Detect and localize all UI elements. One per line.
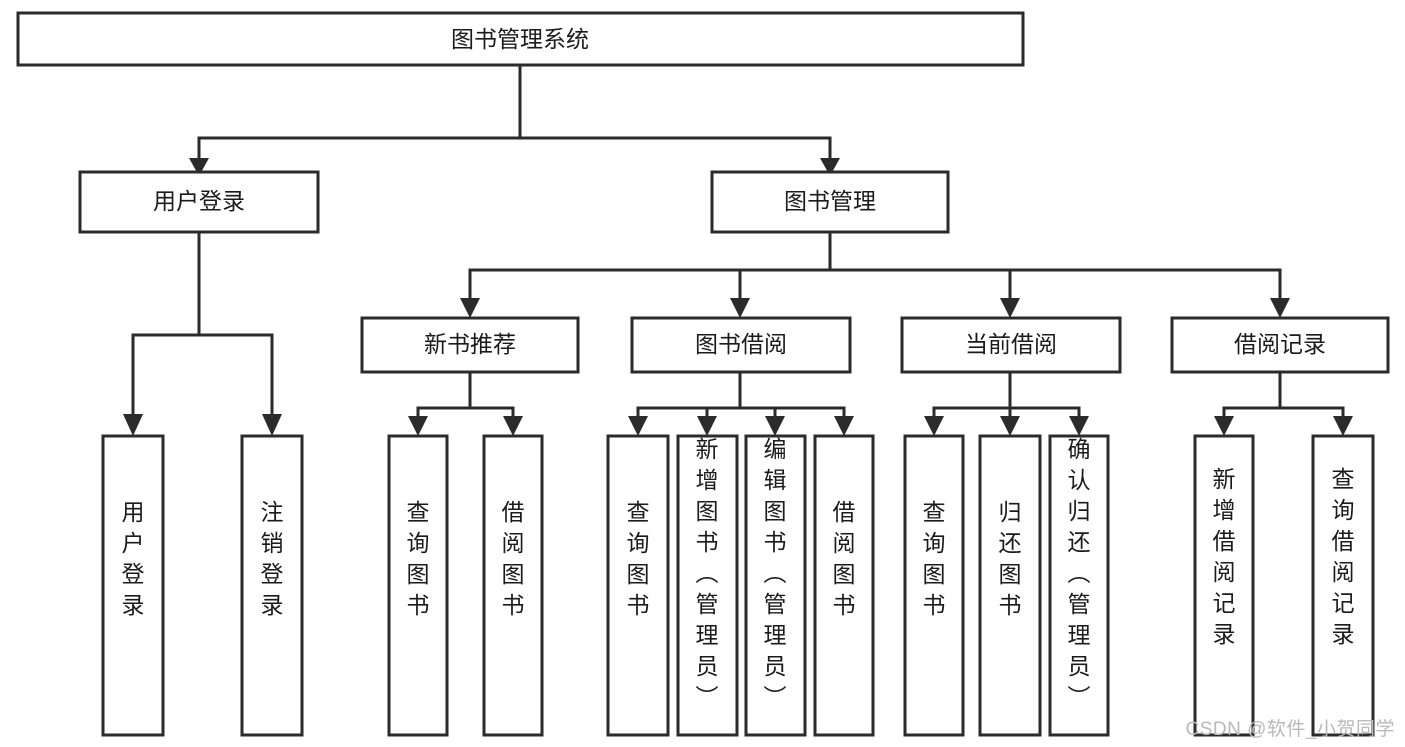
node-user-login[interactable]: 用户登录 [78,170,320,234]
node-leaf-user-login-label: 用户登录 [122,499,145,618]
node-leaf-query-borrow-record-box[interactable] [1311,434,1375,737]
node-leaf-query-book-rec-box[interactable] [387,434,449,737]
node-leaf-query-book-brw-box[interactable] [606,434,670,737]
node-leaf-query-book-brw[interactable]: 查询图书 [606,434,670,737]
arrow-head-leaf-edit-book-admin [765,416,785,436]
node-leaf-user-logout-label: 注销登录 [261,499,284,618]
node-book-manage[interactable]: 图书管理 [710,170,950,234]
node-leaf-borrow-book-brw-label: 借阅图书 [833,499,856,618]
arrow-head-user-login [189,158,209,176]
arrow-head-borrow-record [1270,298,1290,318]
arrow-head-leaf-user-logout [262,414,282,436]
arrow-head-new-book-recommend [460,298,480,318]
node-leaf-confirm-return[interactable]: 确认归还︵管理员︶ [1048,434,1110,737]
node-leaf-query-book-cur-box[interactable] [903,434,965,737]
node-leaf-borrow-book-brw[interactable]: 借阅图书 [813,434,875,737]
node-current-borrow[interactable]: 当前借阅 [900,316,1122,374]
node-root-box[interactable] [16,11,1025,67]
node-book-borrow-box[interactable] [630,316,852,374]
node-book-borrow-label: 图书借阅 [695,331,787,357]
node-leaf-add-borrow-record-box[interactable] [1193,434,1255,737]
node-leaf-add-borrow-record-label: 新增借阅记录 [1213,466,1236,647]
arrow-head-leaf-return-book [1000,416,1020,436]
node-leaf-borrow-book-rec-label: 借阅图书 [502,499,525,618]
arrow-head-leaf-query-book-cur [924,416,944,436]
node-current-borrow-label: 当前借阅 [965,331,1057,357]
arrow-head-book-manage [820,158,840,176]
node-leaf-return-book-box[interactable] [978,434,1042,737]
connector-layer [123,63,1353,436]
node-root[interactable]: 图书管理系统 [16,11,1025,67]
node-book-manage-label: 图书管理 [784,188,876,214]
node-leaf-add-book-admin-box[interactable] [676,434,739,737]
node-leaf-edit-book-admin-box[interactable] [744,434,807,737]
csdn-watermark: CSDN @软件_小贺同学 [1185,719,1395,740]
node-leaf-query-borrow-record[interactable]: 查询借阅记录 [1311,434,1375,737]
node-leaf-query-book-rec-label: 查询图书 [407,499,430,618]
arrow-head-leaf-add-book-admin [697,416,717,436]
node-borrow-record-box[interactable] [1170,316,1390,374]
node-root-label: 图书管理系统 [451,26,589,52]
node-user-login-box[interactable] [78,170,320,234]
node-new-book-recommend-label: 新书推荐 [424,331,516,357]
node-leaf-add-borrow-record[interactable]: 新增借阅记录 [1193,434,1255,737]
node-leaf-query-book-brw-label: 查询图书 [627,499,650,618]
node-leaf-borrow-book-rec-box[interactable] [482,434,544,737]
node-leaf-confirm-return-box[interactable] [1048,434,1110,737]
node-leaf-user-login[interactable]: 用户登录 [101,434,165,737]
node-leaf-return-book-label: 归还图书 [999,499,1022,618]
node-leaf-add-book-admin[interactable]: 新增图书︵管理员︶ [676,434,739,737]
node-leaf-query-book-cur[interactable]: 查询图书 [903,434,965,737]
node-leaf-borrow-book-brw-box[interactable] [813,434,875,737]
node-leaf-user-login-box[interactable] [101,434,165,737]
node-leaf-edit-book-admin[interactable]: 编辑图书︵管理员︶ [744,434,807,737]
edge-book-manage-to-level3 [460,230,1290,318]
edge-book-borrow-to-leaves [628,370,854,436]
node-book-manage-box[interactable] [710,170,950,234]
arrow-head-leaf-query-borrow-record [1333,416,1353,436]
node-leaf-confirm-return-label: 确认归还︵管理员︶ [1068,436,1091,710]
arrow-head-leaf-query-book-rec [408,416,428,436]
node-leaf-query-book-cur-label: 查询图书 [923,499,946,618]
arrow-head-leaf-confirm-return [1069,416,1089,436]
edge-current-borrow-to-leaves [924,370,1089,436]
node-leaf-user-logout-box[interactable] [240,434,304,737]
node-borrow-record-label: 借阅记录 [1234,331,1326,357]
edge-borrow-record-to-leaves [1214,370,1353,436]
node-leaf-borrow-book-rec[interactable]: 借阅图书 [482,434,544,737]
node-leaf-query-book-rec[interactable]: 查询图书 [387,434,449,737]
arrow-head-leaf-add-borrow-record [1214,416,1234,436]
node-leaf-query-borrow-record-label: 查询借阅记录 [1332,466,1355,647]
edge-new-book-recommend-to-leaves [408,370,523,436]
node-leaf-add-book-admin-label: 新增图书︵管理员︶ [696,436,719,710]
node-borrow-record[interactable]: 借阅记录 [1170,316,1390,374]
node-current-borrow-box[interactable] [900,316,1122,374]
arrow-head-leaf-borrow-book-brw [834,416,854,436]
arrow-head-book-borrow [730,298,750,318]
arrow-head-current-borrow [1000,298,1020,318]
node-new-book-recommend-box[interactable] [360,316,580,374]
node-book-borrow[interactable]: 图书借阅 [630,316,852,374]
arrow-head-leaf-borrow-book-rec [503,416,523,436]
node-leaf-user-logout[interactable]: 注销登录 [240,434,304,737]
arrow-head-leaf-user-login [123,414,143,436]
edge-user-login-to-leaves [123,230,282,436]
node-leaf-return-book[interactable]: 归还图书 [978,434,1042,737]
node-new-book-recommend[interactable]: 新书推荐 [360,316,580,374]
arrow-head-leaf-query-book-brw [628,416,648,436]
node-user-login-label: 用户登录 [153,188,245,214]
edge-root-to-level2 [189,63,840,176]
node-leaf-edit-book-admin-label: 编辑图书︵管理员︶ [764,436,787,710]
